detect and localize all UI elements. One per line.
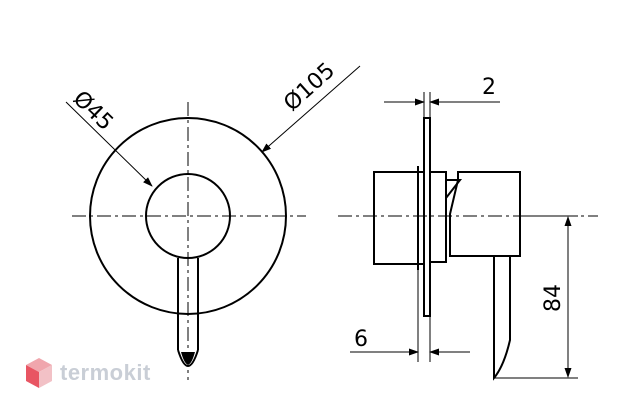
inner-diameter-label: Ø45 [68, 86, 118, 135]
inner-cartridge-circle [145, 173, 231, 259]
side-view: 2 6 84 [338, 75, 598, 381]
inner-diameter-leader [65, 101, 153, 187]
watermark: termokit [24, 356, 151, 390]
handle-body [449, 171, 521, 257]
outer-diameter-leader [261, 65, 361, 153]
watermark-text: termokit [60, 360, 151, 385]
front-view: Ø45 Ø105 [65, 58, 361, 380]
front-lever-handle [177, 258, 199, 367]
outer-rosette-circle [89, 117, 287, 315]
valve-body [373, 171, 425, 265]
wall-depth-label: 6 [354, 327, 368, 352]
side-lever [493, 256, 511, 381]
collar-step [445, 179, 463, 199]
height-label: 84 [541, 284, 566, 312]
plate-thickness-label: 2 [482, 75, 496, 100]
cube-logo-icon [26, 358, 52, 388]
lever-tip [181, 352, 195, 365]
collar [417, 166, 447, 270]
outer-diameter-label: Ø105 [279, 58, 340, 116]
